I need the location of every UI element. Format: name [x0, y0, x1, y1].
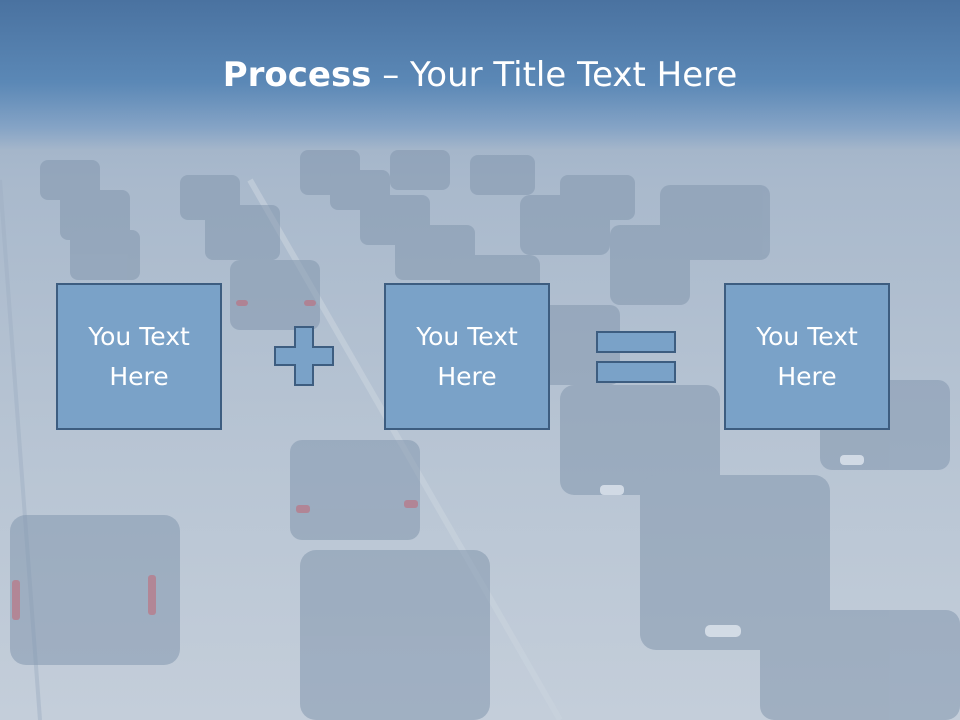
- title-banner: [0, 0, 960, 150]
- text-box-1[interactable]: You Text Here: [56, 283, 222, 430]
- plus-icon: [274, 326, 334, 386]
- slide-title: Process – Your Title Text Here: [0, 55, 960, 95]
- text-box-2-label: You Text Here: [416, 321, 518, 391]
- title-rest: – Your Title Text Here: [371, 55, 738, 95]
- text-box-3-label: You Text Here: [756, 321, 858, 391]
- text-box-1-label: You Text Here: [88, 321, 190, 391]
- text-box-2[interactable]: You Text Here: [384, 283, 550, 430]
- equals-icon: [596, 331, 676, 383]
- title-bold: Process: [222, 55, 372, 95]
- text-box-3[interactable]: You Text Here: [724, 283, 890, 430]
